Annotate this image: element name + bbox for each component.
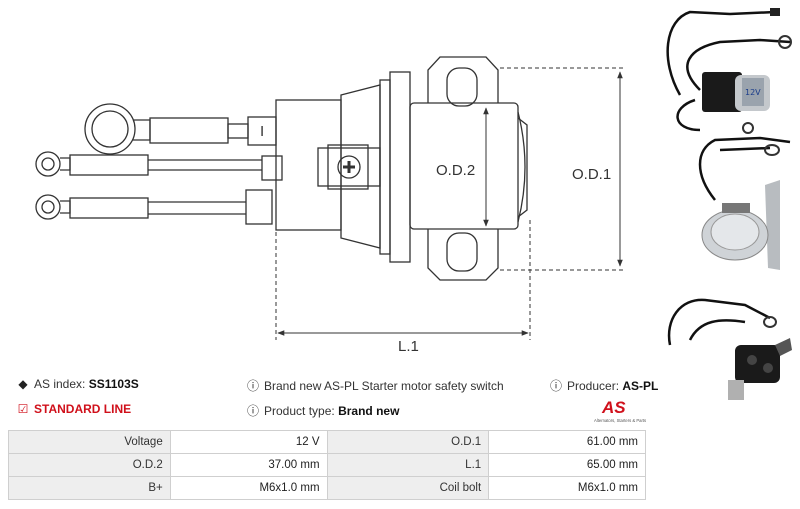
spec-value: M6x1.0 mm	[488, 476, 646, 500]
description: Brand new AS-PL Starter motor safety swi…	[264, 379, 504, 393]
as-index-label: AS index:	[34, 377, 86, 391]
info-icon: ⓘ	[246, 404, 259, 418]
as-index-value: SS1103S	[88, 377, 139, 391]
tag-icon: ◆	[18, 377, 28, 391]
product-type-label: Product type:	[264, 404, 335, 418]
table-row: O.D.2 37.00 mm L.1 65.00 mm	[8, 453, 646, 477]
description-line: ⓘ Brand new AS-PL Starter motor safety sw…	[246, 377, 504, 394]
table-row: B+ M6x1.0 mm Coil bolt M6x1.0 mm	[8, 476, 646, 500]
standard-line-label: STANDARD LINE	[34, 402, 132, 416]
specs-table: Voltage 12 V O.D.1 61.00 mm O.D.2 37.00 …	[8, 430, 646, 500]
spec-label: O.D.1	[326, 430, 490, 454]
spec-label: B+	[8, 476, 171, 500]
spec-value: 12 V	[169, 430, 328, 454]
spec-label: Coil bolt	[326, 476, 490, 500]
logo-mark: AS	[601, 398, 626, 417]
od2-label: O.D.2	[436, 162, 475, 179]
info-icon: ⓘ	[549, 379, 562, 393]
as-pl-logo: AS Alternators, Starters & Parts	[594, 398, 646, 423]
table-row: Voltage 12 V O.D.1 61.00 mm	[8, 430, 646, 454]
product-photo-1: 12V	[666, 8, 792, 134]
spec-label: Voltage	[8, 430, 171, 454]
product-photo-2	[698, 136, 791, 270]
info-icon: ⓘ	[246, 379, 259, 393]
terminal-mark: I	[260, 123, 264, 140]
spec-label: O.D.2	[8, 453, 171, 477]
product-photos: 12V	[666, 8, 792, 400]
spec-label: L.1	[326, 453, 490, 477]
producer-label: Producer:	[567, 379, 620, 393]
as-index-line: ◆ AS index: SS1103S	[16, 377, 139, 391]
l1-label: L.1	[398, 338, 419, 355]
technical-drawing: I O.D.2 O.D.1 L.1	[35, 56, 625, 355]
producer-line: ⓘ Producer: AS-PL	[549, 377, 658, 394]
product-photo-3	[667, 298, 792, 400]
od1-label: O.D.1	[572, 166, 611, 183]
producer-value: AS-PL	[622, 379, 659, 393]
standard-line: ☑ STANDARD LINE	[16, 402, 132, 416]
spec-value: 37.00 mm	[169, 453, 328, 477]
spec-value: M6x1.0 mm	[169, 476, 328, 500]
logo-tagline: Alternators, Starters & Parts	[594, 418, 646, 423]
spec-value: 65.00 mm	[488, 453, 646, 477]
photo-label: 12V	[745, 88, 761, 97]
spec-value: 61.00 mm	[488, 430, 646, 454]
product-type-line: ⓘ Product type: Brand new	[246, 402, 399, 419]
product-type-value: Brand new	[338, 404, 400, 418]
check-square-icon: ☑	[17, 402, 29, 416]
